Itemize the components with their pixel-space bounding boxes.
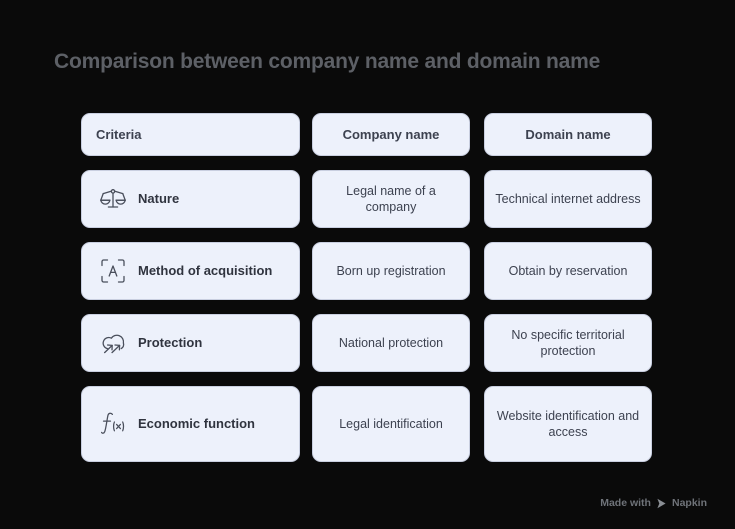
napkin-play-logo-icon bbox=[656, 498, 667, 509]
header-label-criteria: Criteria bbox=[96, 126, 142, 142]
header-cell-company-name: Company name bbox=[312, 113, 470, 156]
text-scan-a-icon bbox=[96, 254, 130, 288]
function-fx-icon bbox=[96, 407, 130, 441]
company-value: Legal identification bbox=[339, 417, 443, 431]
criteria-cell-economic-function: Economic function bbox=[81, 386, 300, 462]
criteria-label: Method of acquisition bbox=[138, 263, 273, 278]
domain-value-cell: Website identification and access bbox=[484, 386, 652, 462]
header-cell-criteria: Criteria bbox=[81, 113, 300, 156]
table-row: Nature Legal name of a company Technical… bbox=[81, 170, 652, 228]
company-value-cell: National protection bbox=[312, 314, 470, 372]
table-row: Economic function Legal identification W… bbox=[81, 386, 652, 462]
watermark-brand: Napkin bbox=[671, 497, 707, 509]
criteria-cell-nature: Nature bbox=[81, 170, 300, 228]
criteria-label: Economic function bbox=[138, 416, 255, 431]
watermark-text: Made with bbox=[600, 497, 651, 509]
table-row: Method of acquisition Born up registrati… bbox=[81, 242, 652, 300]
company-value-cell: Legal identification bbox=[312, 386, 470, 462]
criteria-cell-method-of-acquisition: Method of acquisition bbox=[81, 242, 300, 300]
criteria-label: Protection bbox=[138, 335, 203, 350]
page-title: Comparison between company name and doma… bbox=[54, 50, 601, 73]
table-header-row: Criteria Company name Domain name bbox=[81, 113, 652, 156]
company-value-cell: Legal name of a company bbox=[312, 170, 470, 228]
criteria-cell-protection: Protection bbox=[81, 314, 300, 372]
header-label-company-name: Company name bbox=[342, 126, 440, 142]
domain-value: Obtain by reservation bbox=[508, 264, 628, 278]
domain-value: Website identification and access bbox=[496, 409, 640, 439]
balance-scales-icon bbox=[96, 182, 130, 216]
company-value: National protection bbox=[338, 336, 444, 350]
napkin-watermark: Made with Napkin bbox=[600, 497, 707, 509]
header-label-domain-name: Domain name bbox=[525, 126, 611, 142]
domain-value-cell: Obtain by reservation bbox=[484, 242, 652, 300]
comparison-table: Criteria Company name Domain name bbox=[81, 113, 652, 476]
domain-value-cell: No specific territorial protection bbox=[484, 314, 652, 372]
table-row: Protection National protection No specif… bbox=[81, 314, 652, 372]
domain-value: No specific territorial protection bbox=[511, 328, 625, 358]
company-value-cell: Born up registration bbox=[312, 242, 470, 300]
domain-value: Technical internet address bbox=[495, 192, 641, 206]
company-value: Born up registration bbox=[336, 264, 446, 278]
domain-value-cell: Technical internet address bbox=[484, 170, 652, 228]
cloud-arrows-up-icon bbox=[96, 326, 130, 360]
header-cell-domain-name: Domain name bbox=[484, 113, 652, 156]
company-value: Legal name of a company bbox=[346, 184, 436, 214]
criteria-label: Nature bbox=[138, 191, 180, 206]
